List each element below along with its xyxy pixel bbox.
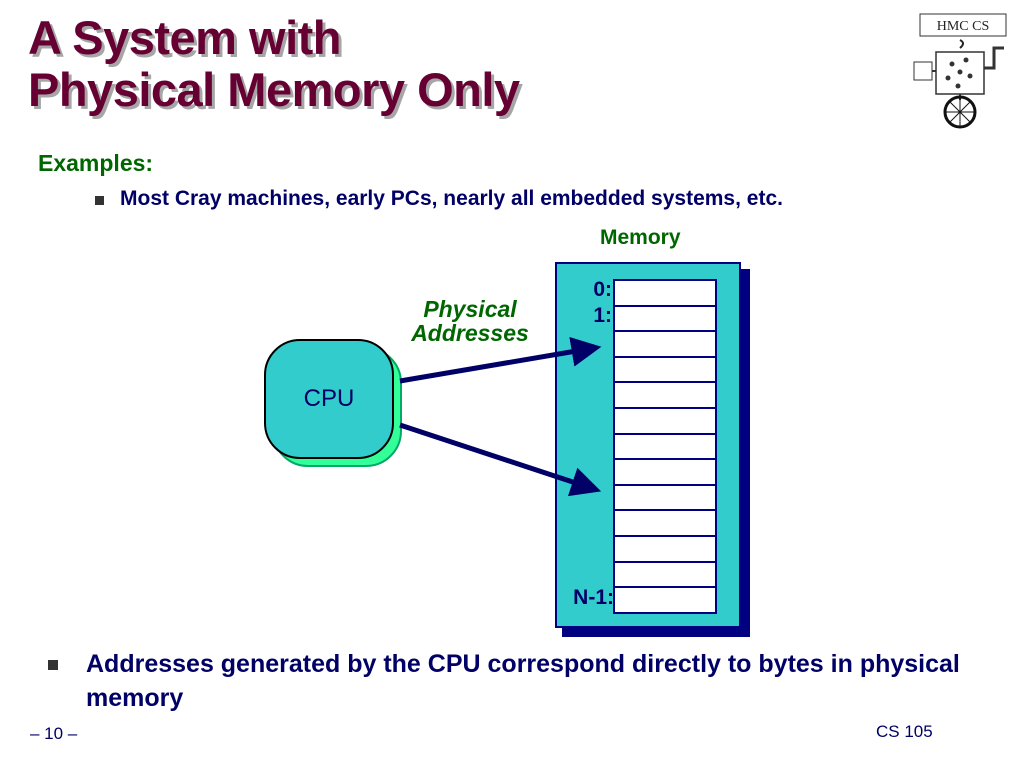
cpu-label: CPU — [303, 385, 355, 412]
bullet-square-icon-bottom — [48, 660, 58, 670]
memory-cell — [613, 434, 717, 461]
memory-cell — [613, 460, 717, 486]
memory-cell — [613, 383, 717, 409]
memory-cell — [613, 562, 717, 589]
memory-cell — [613, 588, 717, 614]
course-label: CS 105 — [876, 722, 933, 741]
address-label-1: 1: — [593, 304, 612, 327]
memory-cell — [613, 511, 717, 537]
logo-text: HMC CS — [937, 19, 990, 34]
examples-heading: Examples: — [38, 150, 154, 176]
memory-label: Memory — [600, 226, 681, 249]
memory-cells — [613, 279, 717, 614]
memory-cell — [613, 408, 717, 435]
physical-addresses-label-line1: Physical — [423, 296, 517, 322]
address-label-0: 0: — [593, 278, 612, 301]
address-label-n-minus-1: N-1: — [573, 586, 614, 609]
memory-cell — [613, 332, 717, 358]
slide-title-line1: A System with — [28, 11, 341, 64]
physical-addresses-label-line2: Addresses — [411, 320, 529, 346]
bottom-bullet-text: Addresses generated by the CPU correspon… — [86, 650, 960, 712]
memory-cell — [613, 357, 717, 384]
memory-cell — [613, 306, 717, 333]
page-number: – 10 – — [30, 724, 78, 743]
arrow-to-memory-upper — [399, 336, 602, 384]
memory-cell — [613, 485, 717, 512]
memory-cell — [613, 536, 717, 563]
bullet-square-icon — [95, 196, 104, 205]
physical-addresses-label: Physical Addresses — [400, 297, 540, 345]
arrow-to-memory-lower — [399, 422, 602, 497]
slide-title-line2: Physical Memory Only — [28, 63, 520, 116]
examples-bullet-text: Most Cray machines, early PCs, nearly al… — [120, 187, 783, 210]
memory-cell — [613, 281, 717, 307]
hmc-cs-robot-logo: HMC CS — [913, 13, 1007, 129]
slide-title: A System with Physical Memory Only — [28, 12, 520, 116]
cpu-box: CPU — [264, 339, 394, 459]
